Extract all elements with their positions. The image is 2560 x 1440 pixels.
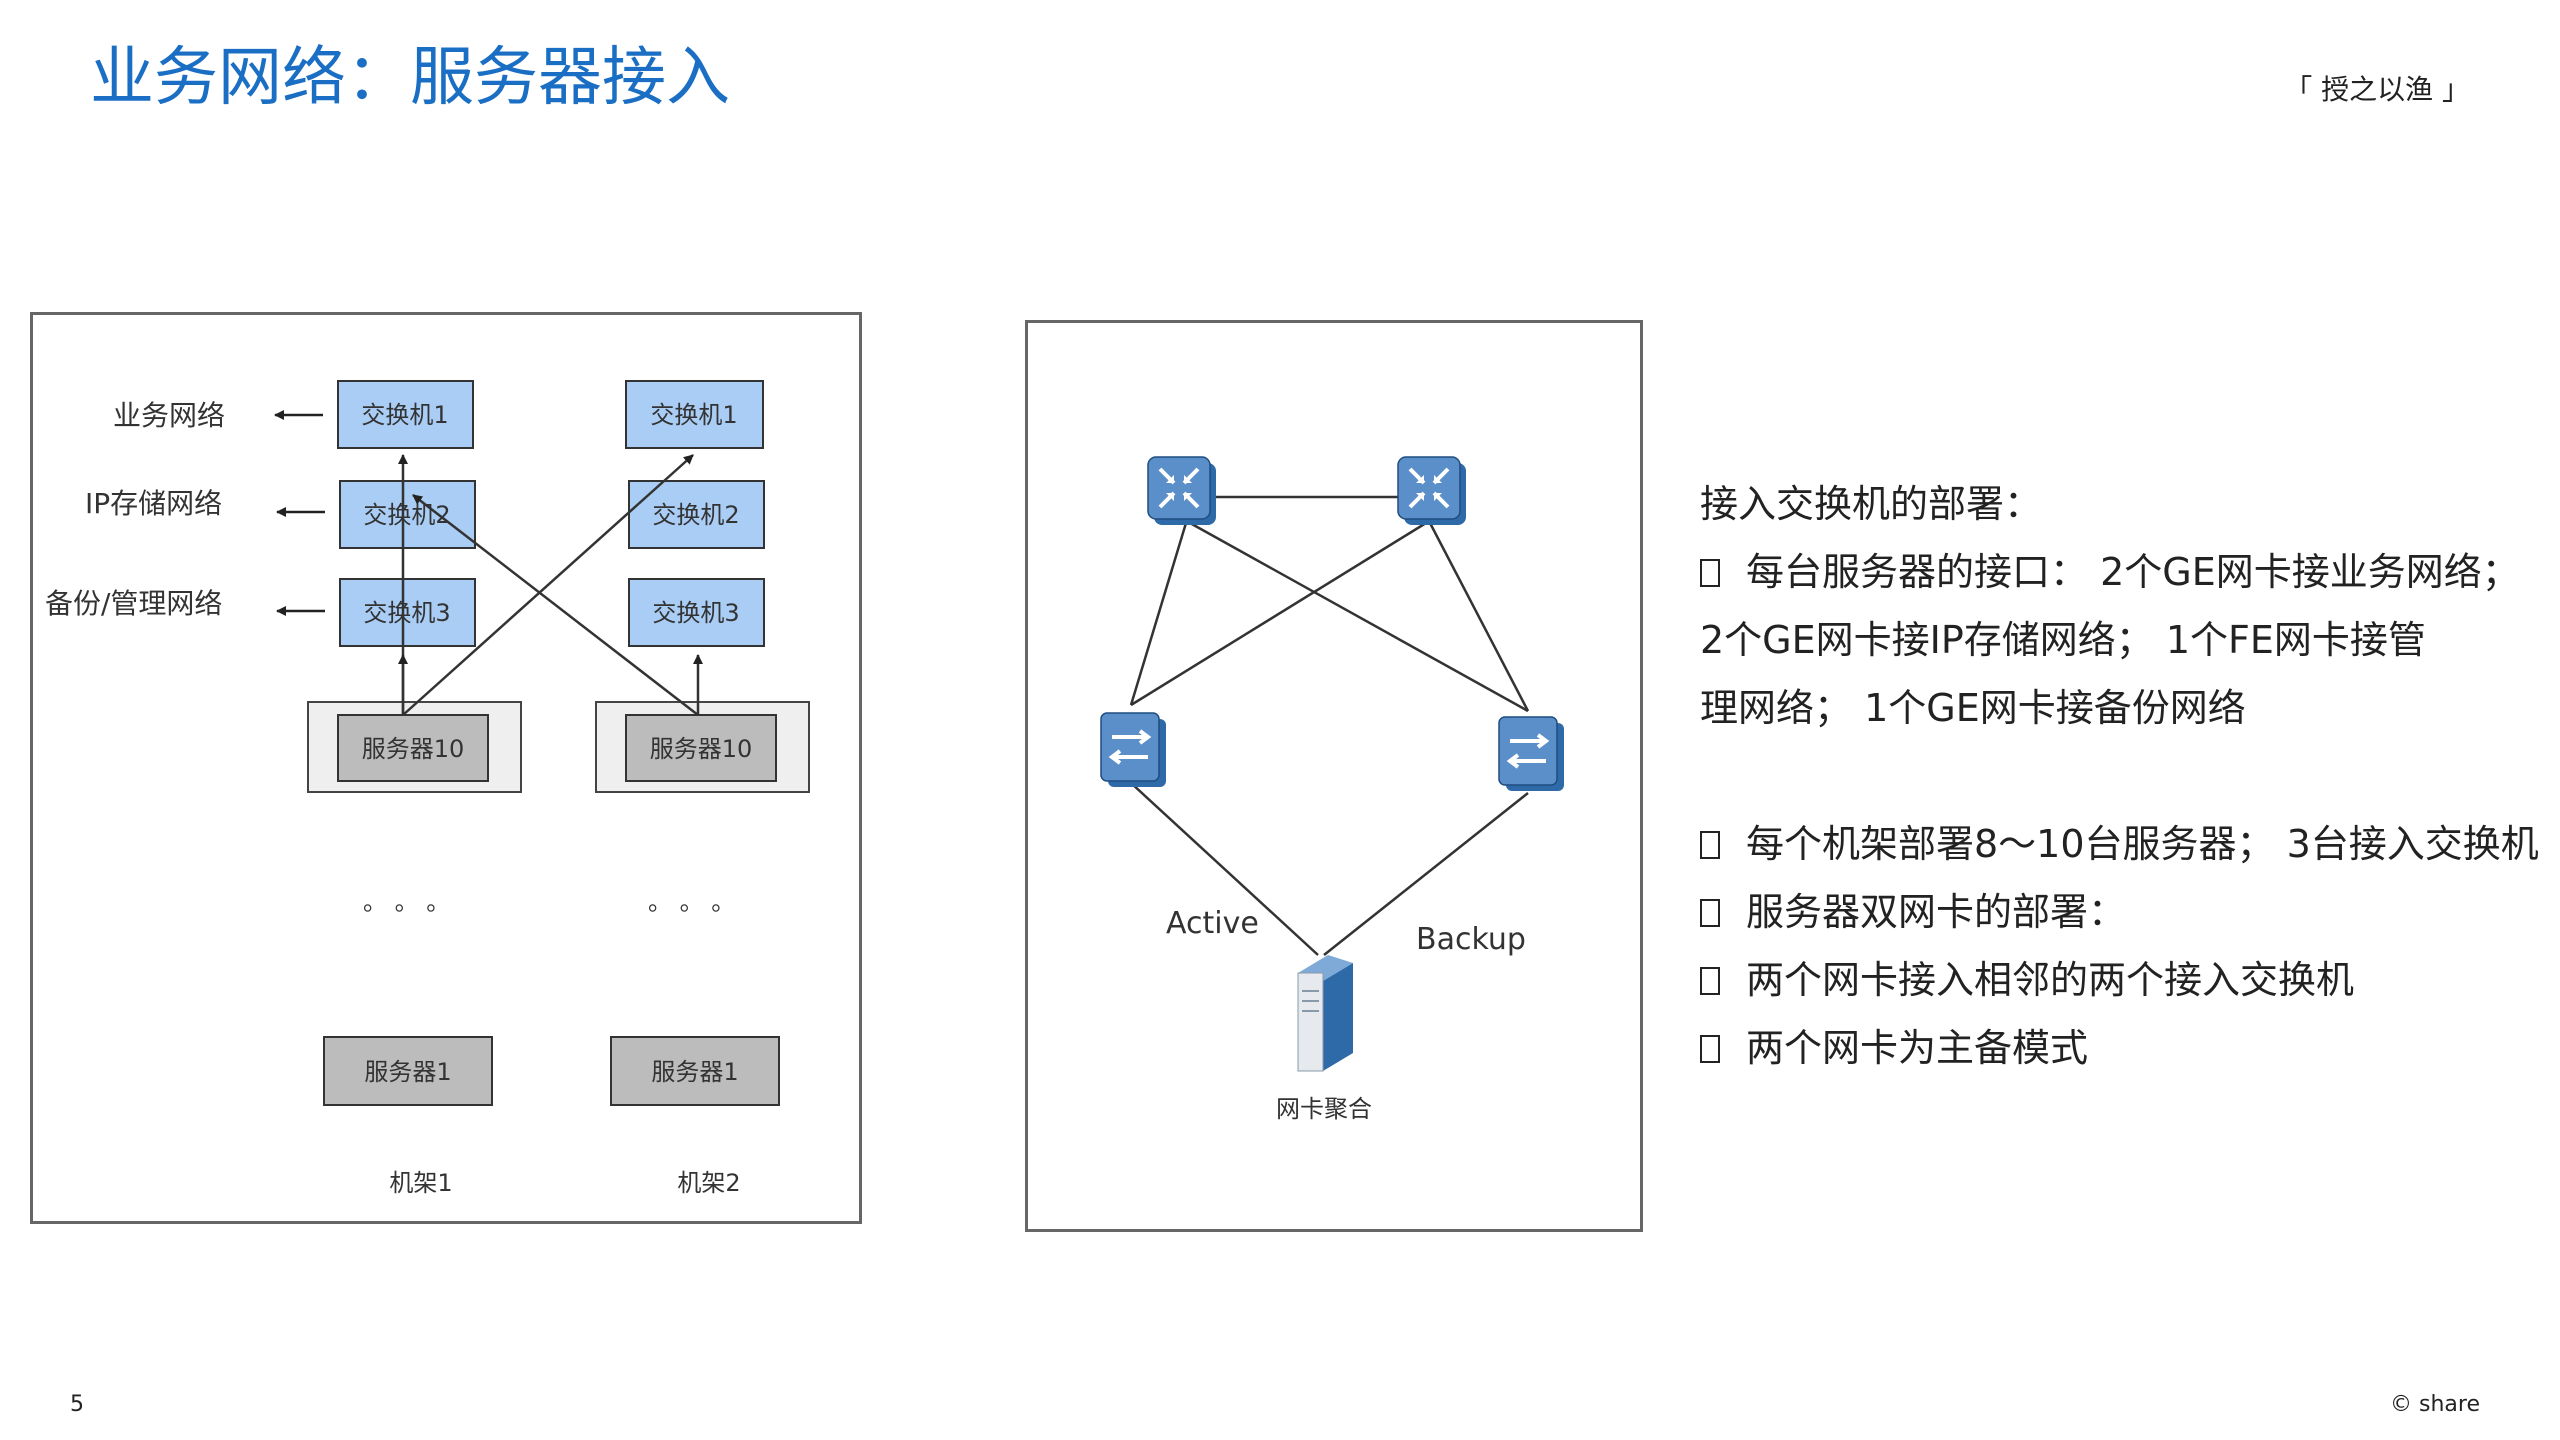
rack2-switch-1: 交换机1 — [625, 380, 764, 449]
note-item: 两个网卡为主备模式 — [1700, 1014, 2539, 1082]
access-switch-right-icon — [1498, 716, 1564, 791]
rack-topology-diagram: 业务网络 IP存储网络 备份/管理网络 交换机1 交换机2 交换机3 交换机1 … — [30, 312, 862, 1224]
rack1-switch-3: 交换机3 — [339, 578, 476, 647]
svg-text:交换机3: 交换机3 — [363, 599, 450, 627]
svg-text:服务器1: 服务器1 — [364, 1058, 451, 1086]
note-continuation: 理网络； 1个GE网卡接备份网络 — [1700, 686, 2246, 730]
bullet-box-icon — [1700, 831, 1720, 859]
rack1-switch-1: 交换机1 — [337, 380, 474, 449]
label-ip-storage-network: IP存储网络 — [85, 487, 222, 520]
note-continuation: 2个GE网卡接IP存储网络； 1个FE网卡接管 — [1700, 618, 2426, 662]
bullet-box-icon — [1700, 967, 1720, 995]
core-switch-left-icon — [1147, 456, 1216, 525]
nic-teaming-diagram: Active Backup 网卡聚合 — [1025, 320, 1643, 1232]
svg-text:交换机3: 交换机3 — [652, 599, 739, 627]
label-backup-mgmt-network: 备份/管理网络 — [45, 587, 222, 620]
rack1-server-10: 服务器10 — [307, 701, 522, 793]
copyright: © share — [2390, 1392, 2480, 1417]
rack2-switch-2: 交换机2 — [628, 480, 765, 549]
notes-heading: 接入交换机的部署： — [1700, 482, 2043, 526]
page-number: 5 — [70, 1392, 84, 1417]
note-item: 服务器双网卡的部署： — [1700, 878, 2539, 946]
rack2-server-1: 服务器1 — [610, 1036, 780, 1106]
rack1-server-1: 服务器1 — [323, 1036, 493, 1106]
rack2-ellipsis: 。 。 。 — [648, 888, 735, 916]
note-item: 每个机架部署8～10台服务器； 3台接入交换机 — [1700, 810, 2539, 878]
server-icon — [1297, 955, 1353, 1072]
rack2-server-10: 服务器10 — [595, 701, 810, 793]
tagline: 「 授之以渔 」 — [2284, 73, 2470, 106]
rack1-label: 机架1 — [389, 1169, 452, 1197]
bullet-box-icon — [1700, 1035, 1720, 1063]
rack1-ellipsis: 。 。 。 — [363, 888, 450, 916]
bullet-box-icon — [1700, 559, 1720, 587]
access-switch-left-icon — [1100, 712, 1166, 787]
svg-text:交换机2: 交换机2 — [363, 501, 450, 529]
nic-teaming-svg: Active Backup 网卡聚合 — [1100, 456, 1564, 1123]
bullet-box-icon — [1700, 899, 1720, 927]
rack-topology-svg: 业务网络 IP存储网络 备份/管理网络 交换机1 交换机2 交换机3 交换机1 … — [45, 380, 810, 1197]
deployment-notes: 接入交换机的部署： 每台服务器的接口： 2个GE网卡接业务网络； 2个GE网卡接… — [1700, 470, 2539, 1082]
svg-text:交换机1: 交换机1 — [361, 401, 448, 429]
svg-text:交换机2: 交换机2 — [652, 501, 739, 529]
server-label: 网卡聚合 — [1276, 1095, 1372, 1123]
note-item: 每台服务器的接口： 2个GE网卡接业务网络； — [1700, 538, 2539, 606]
rack2-label: 机架2 — [677, 1169, 740, 1197]
svg-text:交换机1: 交换机1 — [650, 401, 737, 429]
label-business-network: 业务网络 — [113, 399, 225, 432]
rack1-switch-2: 交换机2 — [339, 480, 476, 549]
backup-link-label: Backup — [1416, 922, 1526, 957]
svg-text:服务器10: 服务器10 — [650, 735, 753, 763]
svg-text:服务器10: 服务器10 — [362, 735, 465, 763]
rack2-switch-3: 交换机3 — [628, 578, 765, 647]
note-item: 两个网卡接入相邻的两个接入交换机 — [1700, 946, 2539, 1014]
svg-text:服务器1: 服务器1 — [651, 1058, 738, 1086]
active-link-label: Active — [1166, 906, 1259, 941]
core-switch-right-icon — [1397, 456, 1466, 525]
page-title: 业务网络：服务器接入 — [90, 41, 730, 115]
